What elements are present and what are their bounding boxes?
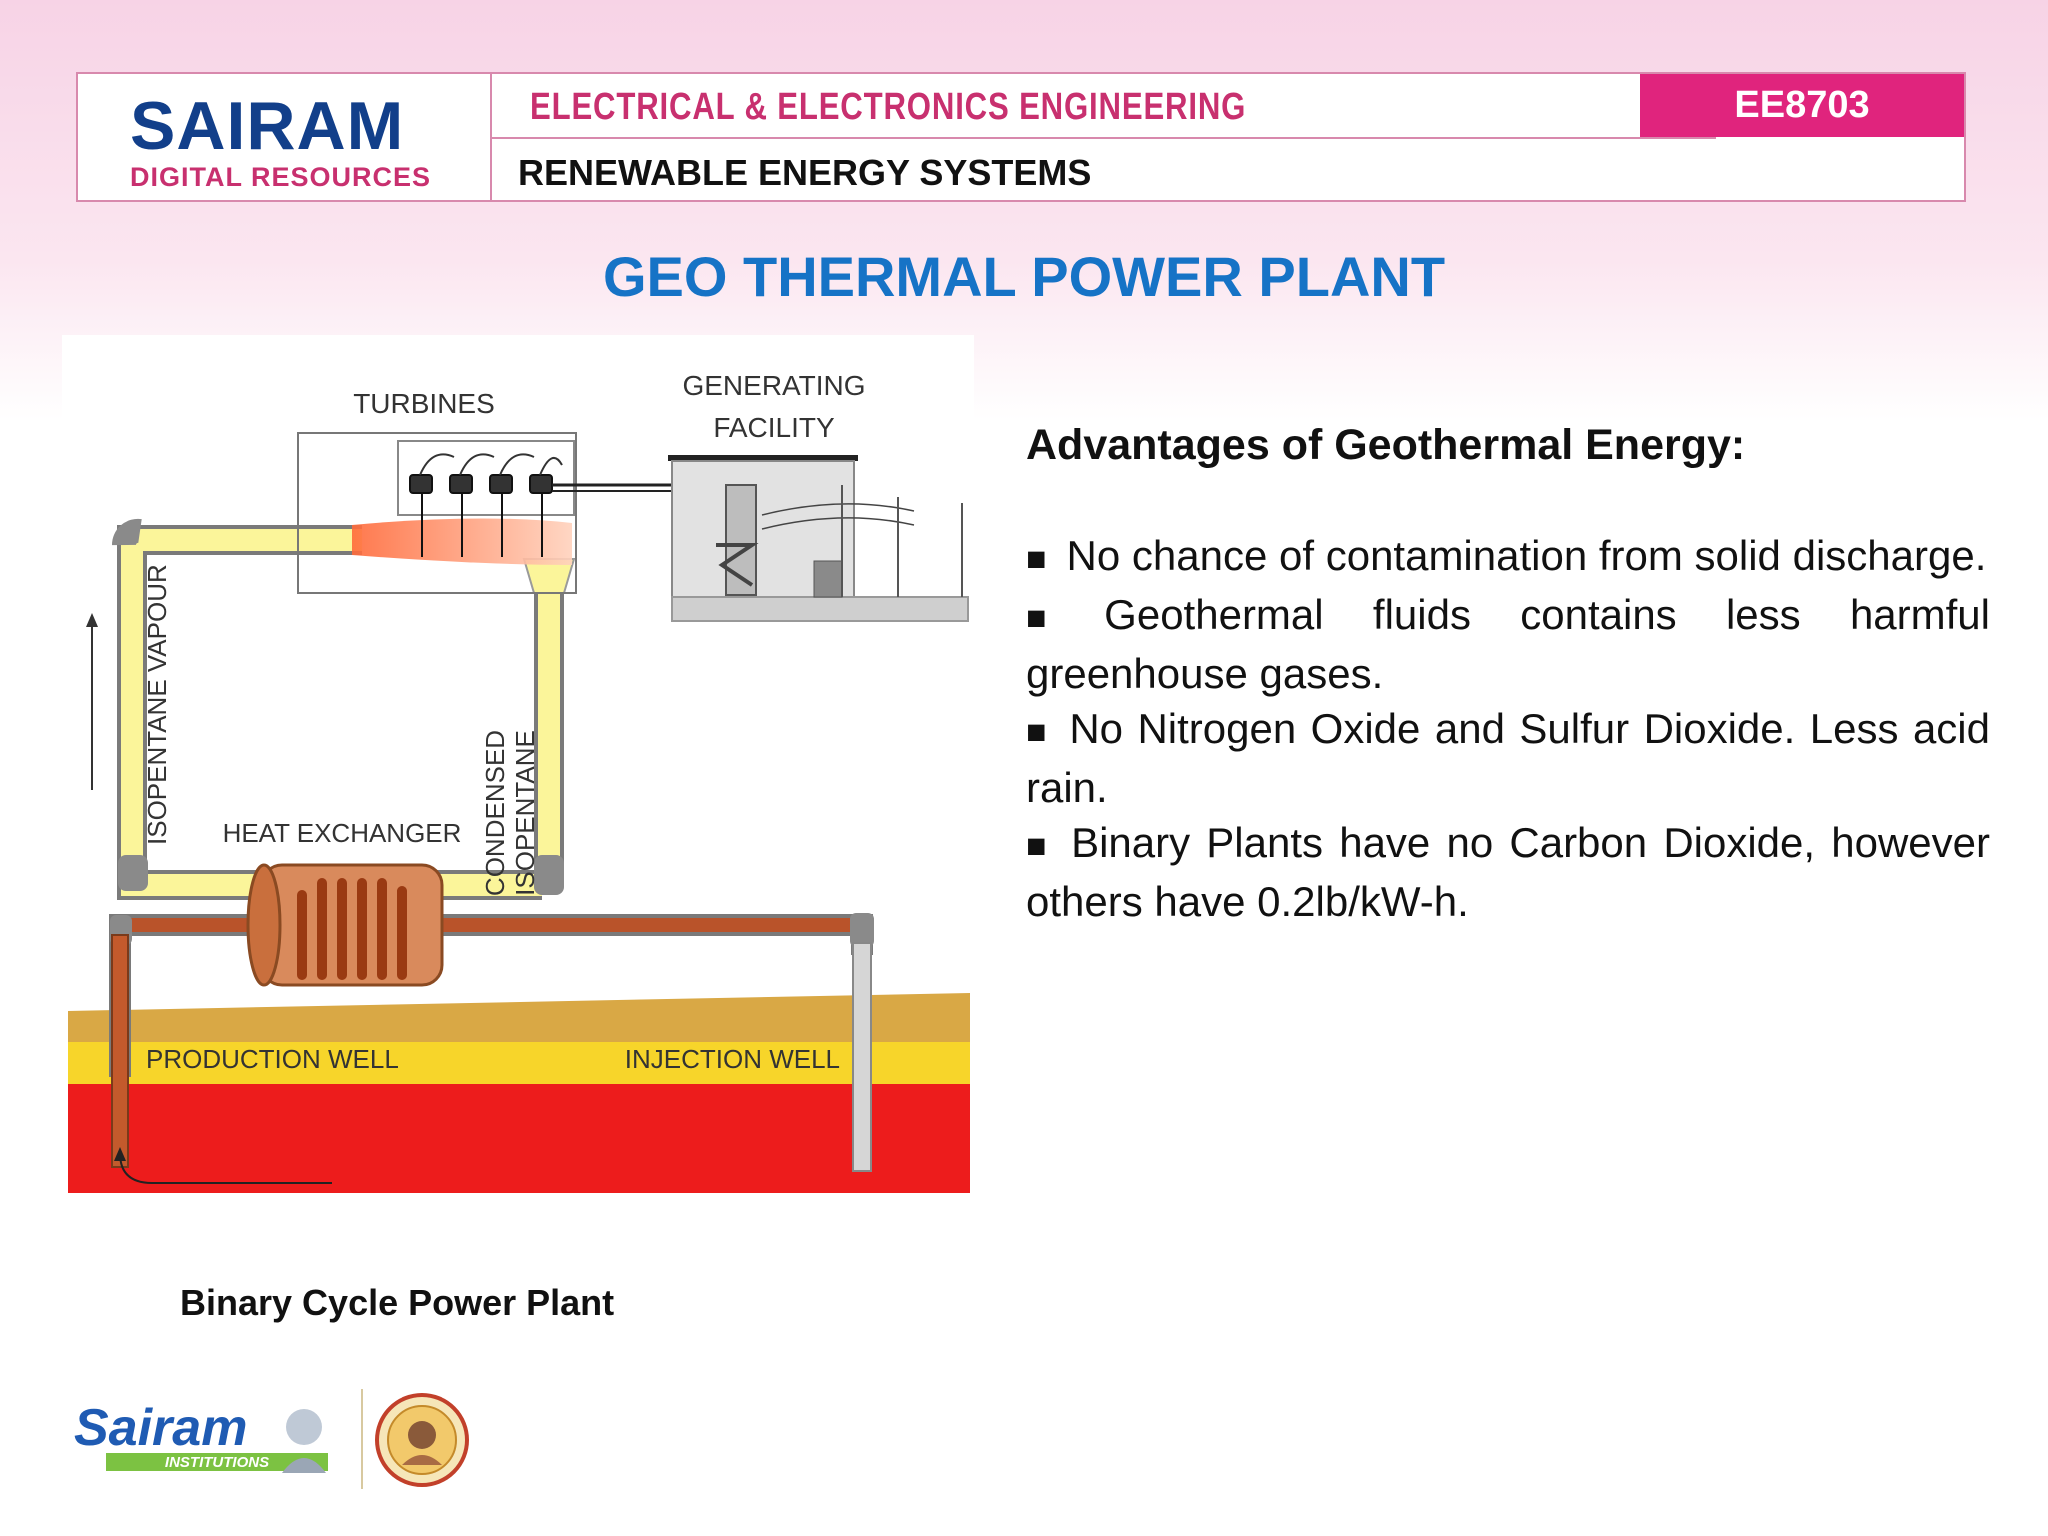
generating-label-1: GENERATING [682,370,865,401]
production-well-label: PRODUCTION WELL [146,1044,399,1074]
bullet-icon: ■ [1026,827,1052,865]
portrait-icon [286,1409,322,1445]
injection-well-pipe [852,942,872,1172]
subject-name: RENEWABLE ENERGY SYSTEMS [518,152,1092,193]
logo-sub-text: DIGITAL RESOURCES [130,162,432,192]
advantages-heading: Advantages of Geothermal Energy: [1026,421,1746,469]
condensed-label-2: ISOPENTANE [510,730,540,896]
diagram-caption: Binary Cycle Power Plant [180,1282,615,1323]
slide-title: GEO THERMAL POWER PLANT [602,245,1446,308]
heat-exchanger-label: HEAT EXCHANGER [223,818,462,848]
footer-logo-text: Sairam [74,1399,247,1457]
turbines-label: TURBINES [353,388,495,419]
sairam-logo: SAIRAM DIGITAL RESOURCES [78,74,492,200]
yellow-layer [68,1042,970,1084]
advantage-item: ■Geothermal fluids contains less harmful… [1026,591,1990,697]
injection-well-label: INJECTION WELL [625,1044,840,1074]
condensed-label-1: CONDENSED [480,730,510,896]
turbine-housing [297,432,577,594]
topsoil-layer [68,993,970,1045]
bullet-icon: ■ [1026,540,1047,578]
hot-rock-layer [68,1084,970,1193]
advantage-item: ■No Nitrogen Oxide and Sulfur Dioxide. L… [1026,705,1990,811]
production-well-pipe [111,934,129,1168]
advantage-item: ■Binary Plants have no Carbon Dioxide, h… [1026,819,1990,925]
course-code-badge: EE8703 [1640,74,1964,137]
slide-header: SAIRAM DIGITAL RESOURCES ELECTRICAL & EL… [76,72,1966,202]
bullet-icon: ■ [1026,599,1085,637]
sairam-institutions-logo: Sairam INSTITUTIONS [74,1389,469,1489]
footer-logo-sub: INSTITUTIONS [165,1454,269,1471]
isopentane-vapour-label: ISOPENTANE VAPOUR [142,564,172,845]
generating-label-2: FACILITY [713,412,835,443]
advantage-item: ■No chance of contamination from solid d… [1026,532,1987,579]
heat-exchanger [246,863,444,987]
binary-cycle-diagram: TURBINES GENERATING FACILITY ISOPENTANE … [62,335,974,1195]
department-bar: ELECTRICAL & ELECTRONICS ENGINEERING [490,74,1716,139]
bullet-icon: ■ [1026,713,1050,751]
logo-main-text: SAIRAM [130,88,405,164]
department-name: ELECTRICAL & ELECTRONICS ENGINEERING [530,86,1247,128]
advantages-section: Advantages of Geothermal Energy: ■No cha… [1026,418,1990,929]
